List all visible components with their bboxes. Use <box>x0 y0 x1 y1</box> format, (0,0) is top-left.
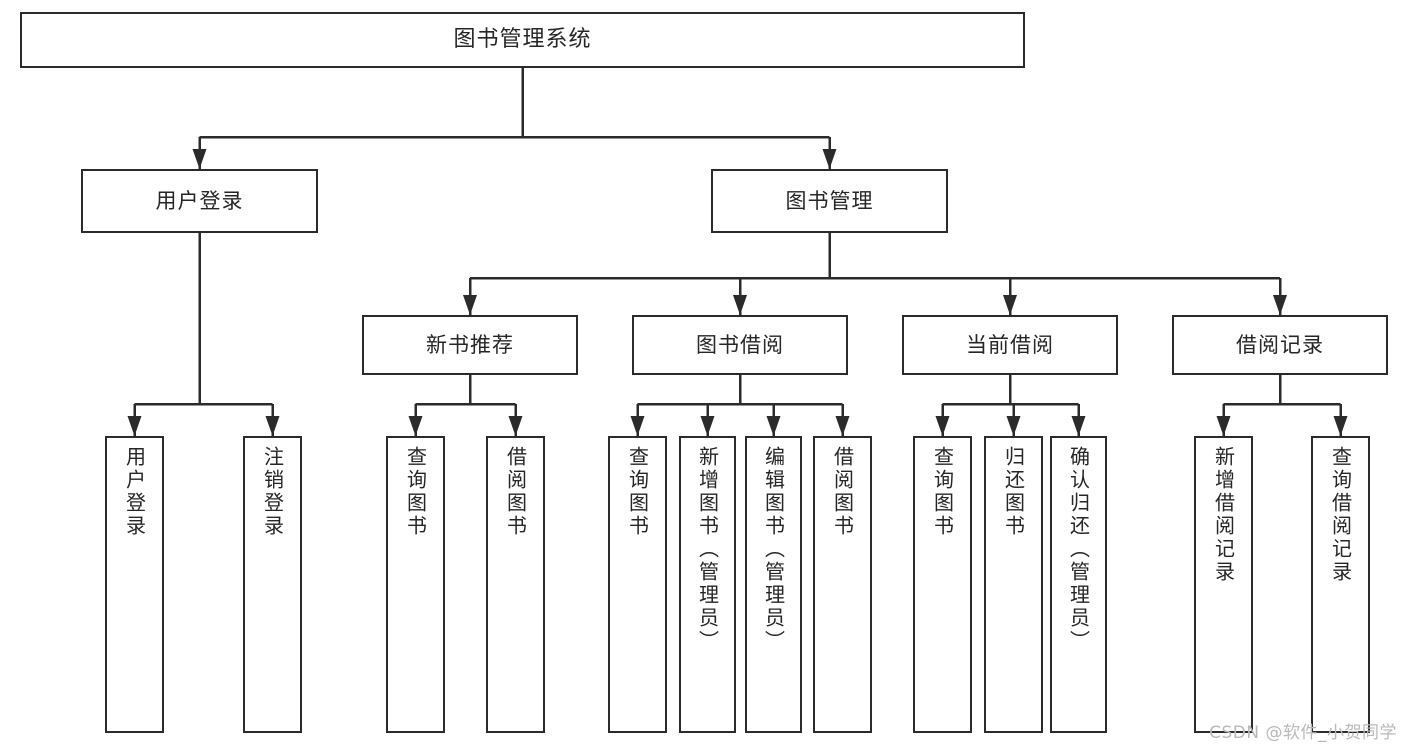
node-l4-edit-book[interactable]: 编辑图书（管理员） <box>745 436 802 733</box>
node-label: 图书管理系统 <box>453 27 592 53</box>
node-l4-add-record[interactable]: 新增借阅记录 <box>1194 436 1253 733</box>
node-l3-borrow-record[interactable]: 借阅记录 <box>1172 315 1388 375</box>
arrowhead-icon <box>835 416 850 436</box>
arrowhead-icon <box>733 295 747 315</box>
node-label: 确认归还（管理员） <box>1066 446 1091 653</box>
node-l3-book-borrow[interactable]: 图书借阅 <box>632 315 848 375</box>
node-l3-new-book-rec[interactable]: 新书推荐 <box>362 315 578 375</box>
node-label: 查询图书 <box>930 446 955 538</box>
arrowhead-icon <box>127 416 142 436</box>
node-l4-query-record[interactable]: 查询借阅记录 <box>1311 436 1370 733</box>
node-label: 借阅图书 <box>830 446 855 538</box>
node-label: 图书管理 <box>785 188 874 213</box>
arrowhead-icon <box>822 149 837 169</box>
node-root[interactable]: 图书管理系统 <box>20 12 1025 68</box>
node-l4-add-book[interactable]: 新增图书（管理员） <box>679 436 736 733</box>
arrowhead-icon <box>508 416 523 436</box>
node-l4-borrow-book-1[interactable]: 借阅图书 <box>486 436 545 733</box>
node-label: 编辑图书（管理员） <box>761 446 786 653</box>
node-label: 用户登录 <box>155 188 244 213</box>
arrowhead-icon <box>1006 416 1021 436</box>
arrowhead-icon <box>408 416 423 436</box>
node-label: 查询图书 <box>403 446 428 538</box>
node-l4-user-login[interactable]: 用户登录 <box>105 436 164 733</box>
arrowhead-icon <box>1216 416 1231 436</box>
node-label: 新书推荐 <box>426 332 514 357</box>
node-label: 用户登录 <box>122 446 147 538</box>
arrowhead-icon <box>630 416 645 436</box>
node-label: 新增图书（管理员） <box>695 446 720 653</box>
node-label: 借阅记录 <box>1236 332 1324 357</box>
node-l4-borrow-book-2[interactable]: 借阅图书 <box>813 436 872 733</box>
node-l3-current-borrow[interactable]: 当前借阅 <box>902 315 1118 375</box>
watermark: CSDN @软件_小贺同学 <box>1209 723 1397 743</box>
node-l2-book-mgmt[interactable]: 图书管理 <box>711 169 948 233</box>
node-label: 归还图书 <box>1001 446 1026 538</box>
arrowhead-icon <box>192 149 207 169</box>
node-label: 新增借阅记录 <box>1211 446 1236 584</box>
arrowhead-icon <box>1071 416 1086 436</box>
node-label: 当前借阅 <box>966 332 1054 357</box>
arrowhead-icon <box>700 416 715 436</box>
node-label: 注销登录 <box>260 446 285 538</box>
arrowhead-icon <box>935 416 950 436</box>
node-label: 图书借阅 <box>696 332 784 357</box>
node-label: 查询图书 <box>625 446 650 538</box>
node-l4-query-book-3[interactable]: 查询图书 <box>913 436 972 733</box>
node-l4-query-book-1[interactable]: 查询图书 <box>386 436 445 733</box>
arrowhead-icon <box>766 416 781 436</box>
node-l4-user-logout[interactable]: 注销登录 <box>243 436 302 733</box>
node-label: 查询借阅记录 <box>1328 446 1353 584</box>
node-l2-user-login[interactable]: 用户登录 <box>81 169 318 233</box>
node-l4-return-book[interactable]: 归还图书 <box>984 436 1043 733</box>
arrowhead-icon <box>463 295 477 315</box>
arrowhead-icon <box>1273 295 1287 315</box>
arrowhead-icon <box>1003 295 1017 315</box>
arrowhead-icon <box>265 416 280 436</box>
node-label: 借阅图书 <box>503 446 528 538</box>
arrowhead-icon <box>1333 416 1348 436</box>
node-l4-confirm-return[interactable]: 确认归还（管理员） <box>1050 436 1107 733</box>
node-l4-query-book-2[interactable]: 查询图书 <box>608 436 667 733</box>
